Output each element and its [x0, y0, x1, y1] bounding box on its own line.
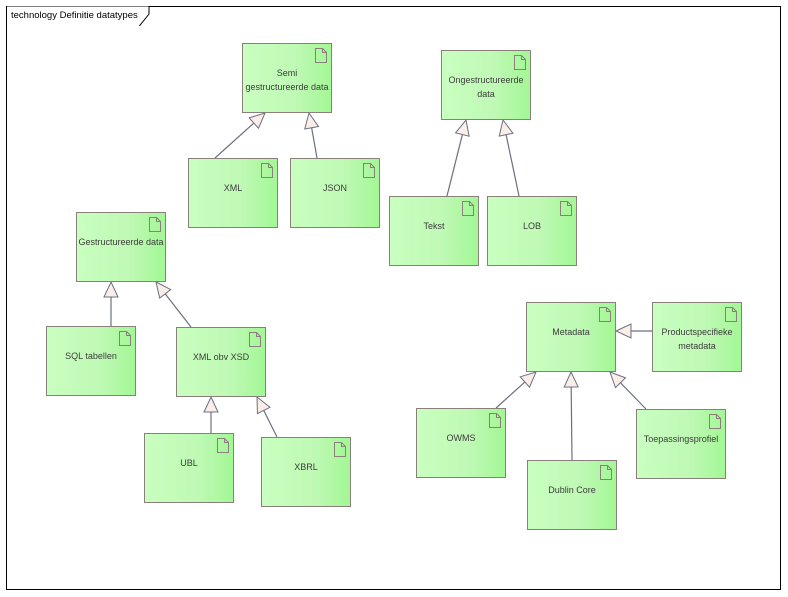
document-icon: [249, 332, 261, 347]
node-label: JSON: [322, 183, 347, 193]
document-icon: [217, 438, 229, 453]
generalization-arrowhead-icon: [256, 395, 271, 415]
node-toepassingsprofiel[interactable]: Toepassingsprofiel: [636, 409, 726, 479]
node-ongestructureerde-data[interactable]: Ongestructureerde data: [441, 50, 531, 120]
generalization-arrowhead-icon: [203, 395, 219, 413]
document-icon: [119, 331, 131, 346]
generalization-line[interactable]: [164, 293, 192, 328]
generalization-arrowhead-icon: [304, 111, 320, 130]
document-icon: [489, 413, 501, 428]
generalization-arrowhead-icon: [498, 118, 514, 137]
node-label: Toepassingsprofiel: [643, 434, 719, 444]
node-semi-gestructureerde-data[interactable]: Semi gestructureerde data: [242, 43, 332, 113]
node-xml-obv-xsd[interactable]: XML obv XSD: [176, 327, 266, 397]
document-icon: [514, 55, 526, 70]
generalization-arrowhead-icon: [609, 371, 627, 389]
node-dublin-core[interactable]: Dublin Core: [527, 460, 617, 530]
node-gestructureerde-data[interactable]: Gestructureerde data: [76, 212, 166, 282]
node-label: Productspecifieke metadata: [661, 327, 733, 351]
node-json[interactable]: JSON: [290, 158, 380, 228]
node-label: Dublin Core: [548, 485, 596, 495]
diagram-frame: [6, 6, 781, 590]
document-icon: [600, 465, 612, 480]
generalization-arrowhead-icon: [614, 323, 632, 339]
generalization-arrowhead-icon: [519, 371, 537, 389]
node-label: Ongestructureerde data: [448, 75, 524, 99]
node-lob[interactable]: LOB: [487, 196, 577, 266]
generalization-line[interactable]: [570, 386, 573, 461]
generalization-line[interactable]: [620, 382, 647, 410]
document-icon: [363, 163, 375, 178]
diagram-title: technology Definitie datatypes: [11, 10, 138, 21]
document-icon: [599, 307, 611, 322]
generalization-arrowhead-icon: [454, 118, 470, 137]
node-productspecifieke-metadata[interactable]: Productspecifieke metadata: [652, 302, 742, 372]
node-label: Gestructureerde data: [78, 237, 164, 247]
generalization-line[interactable]: [505, 134, 520, 197]
generalization-line[interactable]: [446, 134, 463, 197]
generalization-arrowhead-icon: [155, 281, 172, 300]
generalization-arrowhead-icon: [563, 370, 579, 388]
document-icon: [560, 201, 572, 216]
node-label: XML: [223, 183, 243, 193]
node-label: Semi gestructureerde data: [245, 68, 329, 92]
node-label: UBL: [180, 458, 198, 468]
node-label: Metadata: [552, 327, 590, 337]
generalization-line[interactable]: [311, 127, 318, 159]
frame-title-tab: [6, 6, 150, 26]
node-label: XML obv XSD: [192, 352, 250, 362]
document-icon: [334, 442, 346, 457]
generalization-line[interactable]: [263, 410, 278, 438]
node-label: LOB: [522, 221, 541, 231]
document-icon: [261, 163, 273, 178]
generalization-arrowhead-icon: [103, 280, 119, 298]
document-icon: [709, 414, 721, 429]
node-metadata[interactable]: Metadata: [526, 302, 616, 372]
node-label: Tekst: [423, 221, 445, 231]
node-sql-tabellen[interactable]: SQL tabellen: [46, 326, 136, 396]
node-xbrl[interactable]: XBRL: [261, 437, 351, 507]
document-icon: [725, 307, 737, 322]
generalization-line[interactable]: [495, 381, 526, 409]
node-label: OWMS: [446, 433, 476, 443]
generalization-line[interactable]: [214, 122, 255, 159]
node-xml[interactable]: XML: [188, 158, 278, 228]
node-owms[interactable]: OWMS: [416, 408, 506, 478]
node-ubl[interactable]: UBL: [144, 433, 234, 503]
node-label: XBRL: [294, 462, 318, 472]
generalization-arrowhead-icon: [248, 112, 266, 130]
document-icon: [315, 48, 327, 63]
document-icon: [149, 217, 161, 232]
node-label: SQL tabellen: [65, 351, 117, 361]
node-tekst[interactable]: Tekst: [389, 196, 479, 266]
document-icon: [462, 201, 474, 216]
